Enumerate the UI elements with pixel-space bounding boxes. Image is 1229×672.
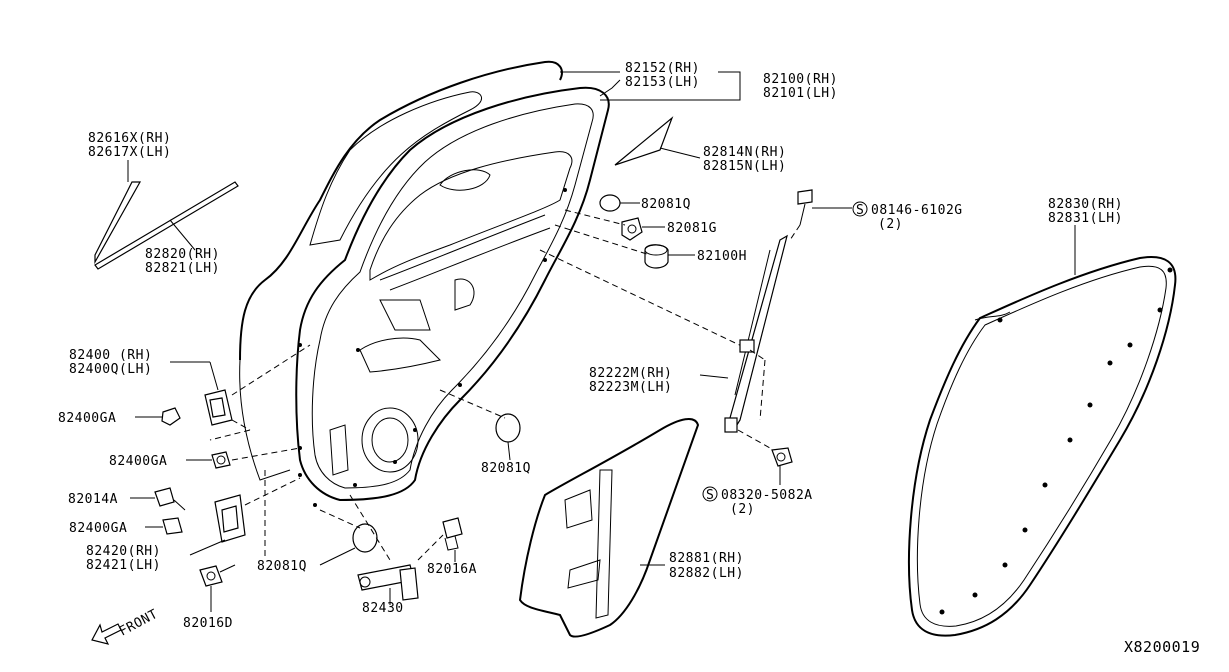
door-inner-panel [295,86,610,507]
bolt-82014a [130,487,186,511]
label-82421: 82421(LH) [86,558,161,573]
label-82081q-mid: 82081Q [481,461,531,476]
small-fasteners [539,194,751,351]
label-82153: 82153(LH) [625,75,700,90]
bolt-08320 [771,447,793,485]
label-82830: 82830(RH) [1048,197,1123,212]
trim-panel-82881 [518,418,700,638]
front-arrow-icon [91,623,122,645]
corner-trim-82814n [614,116,701,166]
weatherstrip-82830 [908,225,1177,637]
nuts-82400ga [135,407,301,535]
label-82400ga-bottom: 82400GA [69,521,127,536]
label-82081q-top: 82081Q [641,197,691,212]
channel-82616x [94,160,142,265]
label-82617x: 82617X(LH) [88,145,171,160]
label-08320: 08320-5082A [721,488,813,503]
bolt-08146 [789,189,852,241]
label-82881: 82881(RH) [669,551,744,566]
label-front: FRONT [117,607,161,640]
label-82814n: 82814N(RH) [703,145,786,160]
label-82101: 82101(LH) [763,86,838,101]
moulding-82820 [94,181,239,270]
label-82016a: 82016A [427,562,477,577]
label-82400: 82400 (RH) [69,348,152,363]
label-82815n: 82815N(LH) [703,159,786,174]
label-82400ga-top: 82400GA [58,411,116,426]
label-82081g: 82081G [667,221,717,236]
label-82081q-bottom: 82081Q [257,559,307,574]
hinge-82420 [189,470,301,560]
label-82420: 82420(RH) [86,544,161,559]
diagram-code: X8200019 [1124,638,1200,656]
label-82616x: 82616X(RH) [88,131,171,146]
plugs-82081q [319,389,521,566]
label-82821: 82821(LH) [145,261,220,276]
s-symbol-08320: S [706,488,714,503]
callout-labels: 82152(RH) 82153(LH) 82100(RH) 82101(LH) … [58,61,1200,656]
label-82820: 82820(RH) [145,247,220,262]
label-82400q: 82400Q(LH) [69,362,152,377]
label-82222m: 82222M(RH) [589,366,672,381]
label-82100h: 82100H [697,249,747,264]
hinge-82400 [170,344,311,441]
label-82014a: 82014A [68,492,118,507]
door-outer-panel [239,60,563,481]
label-82152: 82152(RH) [625,61,700,76]
sash-guide-82222m [699,234,788,449]
sash-leaders [560,71,741,101]
label-82223m: 82223M(LH) [589,380,672,395]
label-82016d: 82016D [183,616,233,631]
label-82882: 82882(LH) [669,566,744,581]
bolt-82016a [417,517,463,562]
label-08146-qty: (2) [878,217,903,232]
label-82400ga-mid: 82400GA [109,454,167,469]
s-symbol-08146: S [856,203,864,218]
label-08146: 08146-6102G [871,203,963,218]
label-82430: 82430 [362,601,404,616]
label-82831: 82831(LH) [1048,211,1123,226]
label-08320-qty: (2) [730,502,755,517]
bolt-82016d [199,564,236,612]
s-symbol-icons [702,201,868,502]
label-82100: 82100(RH) [763,72,838,87]
check-link-82430 [349,494,419,605]
